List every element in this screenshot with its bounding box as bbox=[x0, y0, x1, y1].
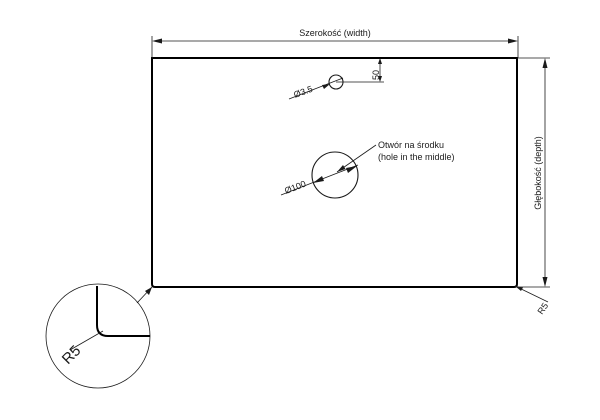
small-hole-offset-label: 50 bbox=[371, 70, 381, 80]
depth-label: Głębokość (depth) bbox=[533, 136, 543, 210]
width-label: Szerokość (width) bbox=[299, 28, 371, 38]
note-line-2: (hole in the middle) bbox=[378, 152, 455, 162]
small-hole: Ø3.5 bbox=[288, 74, 344, 100]
corner-detail: R5 bbox=[45, 283, 153, 389]
detail-radius-label: R5 bbox=[59, 342, 85, 368]
corner-radius-callout: R5 bbox=[514, 285, 550, 316]
width-dimension: Szerokość (width) bbox=[151, 28, 519, 58]
large-hole: Ø100 bbox=[280, 151, 359, 199]
small-hole-label: Ø3.5 bbox=[292, 84, 314, 100]
large-hole-circle bbox=[311, 151, 359, 199]
center-hole-note: Otwór na środku (hole in the middle) bbox=[336, 140, 455, 173]
large-hole-label: Ø100 bbox=[283, 179, 307, 196]
panel-outline bbox=[151, 57, 518, 288]
corner-radius-label: R5 bbox=[535, 301, 550, 316]
small-hole-offset-dimension: 50 bbox=[336, 58, 384, 83]
depth-dimension: Głębokość (depth) bbox=[517, 57, 550, 288]
detail-corner bbox=[96, 286, 150, 337]
note-line-1: Otwór na środku bbox=[378, 140, 444, 150]
